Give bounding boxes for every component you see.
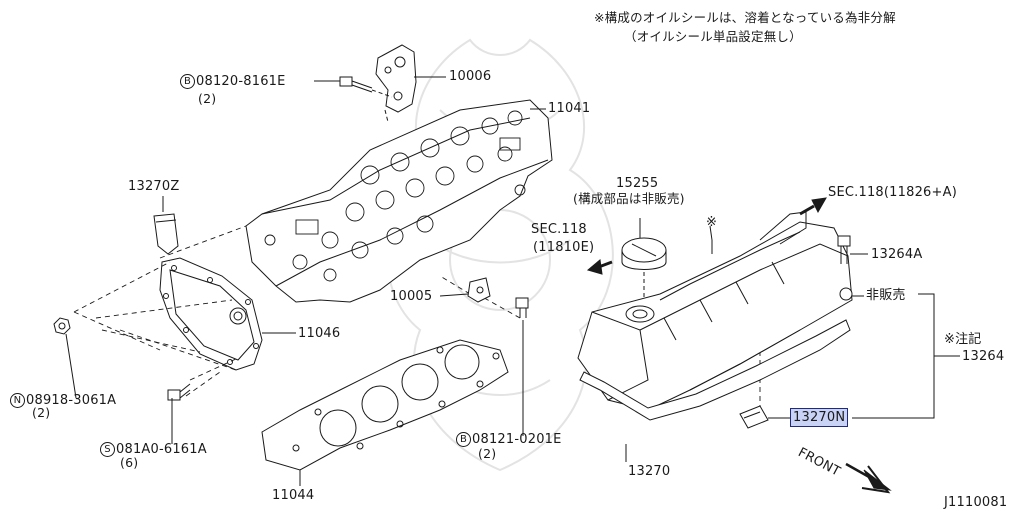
note-15255-not-sold: (構成部品は非販売) [573, 191, 685, 206]
label-13264a[interactable]: 13264A [871, 247, 923, 262]
front-arrow-icon [845, 462, 892, 494]
qty-08918-3061a: (2) [32, 405, 51, 420]
star-mark: ※ [706, 215, 718, 230]
qty-08121-0201e: (2) [478, 446, 497, 461]
bolt-08121-0201e[interactable] [515, 297, 529, 318]
arrow-sec118-11810e [586, 259, 613, 275]
qty-081a0-6161a: (6) [120, 455, 139, 470]
cylinder-head-11041[interactable] [245, 99, 553, 303]
rocker-cover-13264[interactable] [577, 211, 853, 411]
head-gasket-11044[interactable] [261, 339, 509, 471]
grommet-not-sold[interactable] [839, 287, 853, 301]
label-11044[interactable]: 11044 [272, 488, 315, 503]
b-marker-icon: B [180, 74, 195, 89]
bolt-081a0-6161a[interactable] [167, 383, 191, 401]
label-10006[interactable]: 10006 [449, 69, 492, 84]
b-marker-icon: B [456, 432, 471, 447]
part-number: 08918-3061A [26, 393, 117, 408]
label-11046[interactable]: 11046 [298, 326, 341, 341]
oil-seal-13270n[interactable] [739, 405, 769, 429]
label-sec118-11810e-line1[interactable]: SEC.118 [531, 222, 587, 237]
label-not-sold: 非販売 [866, 288, 906, 303]
part-number: 08121-0201E [472, 432, 562, 447]
seal-13270z[interactable] [153, 213, 179, 255]
arrow-sec118-11826a [799, 197, 827, 216]
s-marker-icon: S [100, 442, 115, 457]
part-number: 08120-8161E [196, 74, 286, 89]
rocker-gasket-13270[interactable] [579, 319, 851, 421]
qty-08120-8161e: (2) [198, 91, 217, 106]
label-11041[interactable]: 11041 [548, 101, 591, 116]
part-number: 081A0-6161A [116, 442, 207, 457]
bracket-10005[interactable] [467, 277, 491, 303]
nut-08918-3061a[interactable] [53, 317, 71, 335]
label-10005[interactable]: 10005 [390, 289, 433, 304]
label-sec118-11810e-line2[interactable]: (11810E) [533, 240, 595, 255]
diagram-id: J1110081 [944, 495, 1008, 510]
oil-filler-cap-15255[interactable] [621, 237, 667, 270]
label-13264[interactable]: 13264 [962, 349, 1005, 364]
bolt-08120-8161e[interactable] [339, 76, 373, 93]
bolt-13264a[interactable] [837, 235, 851, 264]
label-sec118-11826a[interactable]: SEC.118(11826+A) [828, 185, 957, 200]
bracket-10006[interactable] [375, 44, 417, 113]
note-line-1: ※構成のオイルシールは、溶着となっている為非分解 [594, 10, 896, 25]
label-15255[interactable]: 15255 [616, 176, 659, 191]
label-13270[interactable]: 13270 [628, 464, 671, 479]
label-13270n[interactable]: 13270N [790, 408, 849, 427]
note-mark-label: ※注記 [944, 332, 982, 347]
n-marker-icon: N [10, 393, 25, 408]
note-line-2: （オイルシール単品設定無し） [624, 29, 802, 44]
highlighted-part-number[interactable]: 13270N [790, 408, 849, 427]
label-13270z[interactable]: 13270Z [128, 179, 180, 194]
front-cover-11046[interactable] [159, 257, 263, 371]
